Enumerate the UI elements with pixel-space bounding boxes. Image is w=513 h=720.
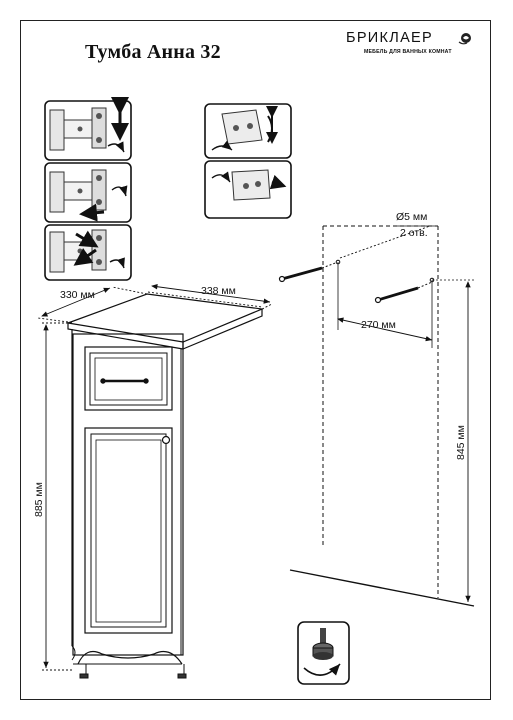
hole-diameter-label: Ø5 мм [396, 211, 428, 223]
mount-height-label: 845 мм [455, 425, 467, 460]
brand-logo: БРИКЛАЕР МЕБЕЛЬ ДЛЯ ВАННЫХ КОМНАТ [346, 30, 486, 62]
hinge-depth-adjust-icon [44, 224, 132, 281]
screw-left-icon [278, 259, 341, 283]
hinge-horizontal-adjust-icon [44, 162, 132, 223]
hanger-depth-adjust-icon [204, 160, 292, 219]
dimension-lines-cabinet [37, 284, 273, 671]
brand-tagline: МЕБЕЛЬ ДЛЯ ВАННЫХ КОМНАТ [364, 49, 452, 55]
page-frame [20, 20, 491, 700]
hole-spacing-label: 270 мм [361, 319, 396, 331]
dimension-width-label: 338 мм [201, 285, 236, 297]
hanger-vertical-adjust-icon [204, 103, 292, 159]
dimension-depth-label: 330 мм [60, 289, 95, 301]
cabinet-drawing [65, 293, 265, 679]
wall-mounting-drawing [278, 225, 475, 607]
page-title: Тумба Анна 32 [85, 41, 221, 63]
rose-icon [458, 33, 471, 45]
brand-name: БРИКЛАЕР [346, 30, 433, 46]
hinge-vertical-adjust-icon [44, 97, 132, 161]
screw-right-icon [374, 277, 435, 304]
hole-count-label: 2 отв. [400, 227, 428, 239]
leveling-foot-icon [297, 621, 350, 685]
dimension-height-label: 885 мм [33, 482, 45, 517]
